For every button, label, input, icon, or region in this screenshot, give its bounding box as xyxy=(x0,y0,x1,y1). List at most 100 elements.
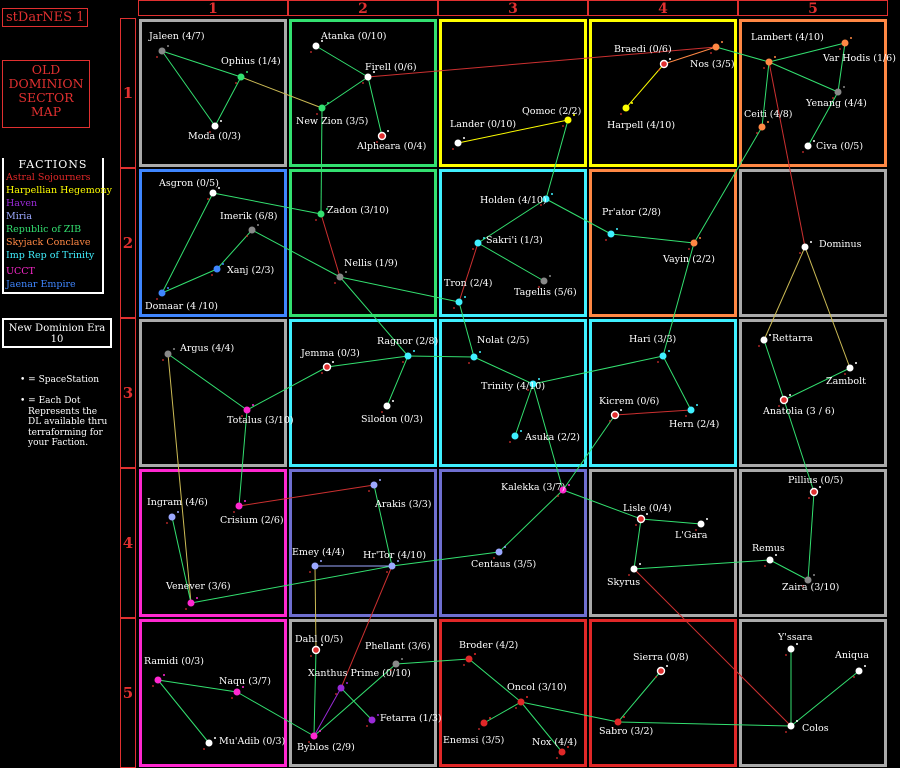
system-marker[interactable] xyxy=(846,364,854,372)
hyperlane-line xyxy=(313,687,342,737)
system-marker[interactable] xyxy=(659,59,669,69)
system-marker[interactable] xyxy=(614,718,622,726)
system-marker[interactable] xyxy=(564,116,572,124)
system-marker[interactable] xyxy=(168,513,176,521)
system-marker[interactable] xyxy=(540,277,548,285)
system-marker[interactable] xyxy=(697,520,705,528)
system-marker[interactable] xyxy=(465,655,473,663)
system-marker[interactable] xyxy=(154,676,162,684)
development-dot xyxy=(474,653,476,655)
system-marker[interactable] xyxy=(656,666,666,676)
development-dot xyxy=(774,56,776,58)
system-marker[interactable] xyxy=(164,350,172,358)
system-marker[interactable] xyxy=(383,402,391,410)
system-marker[interactable] xyxy=(158,289,166,297)
development-dot xyxy=(775,554,777,556)
system-marker[interactable] xyxy=(388,562,396,570)
system-marker[interactable] xyxy=(787,645,795,653)
system-marker[interactable] xyxy=(659,352,667,360)
system-marker[interactable] xyxy=(690,239,698,247)
system-marker[interactable] xyxy=(211,122,219,130)
system-marker[interactable] xyxy=(470,353,478,361)
development-dot xyxy=(839,48,841,50)
system-marker[interactable] xyxy=(322,362,332,372)
system-marker[interactable] xyxy=(834,88,842,96)
system-marker[interactable] xyxy=(454,139,462,147)
system-marker[interactable] xyxy=(804,142,812,150)
system-marker[interactable] xyxy=(248,226,256,234)
system-marker[interactable] xyxy=(558,748,566,756)
system-marker[interactable] xyxy=(687,406,695,414)
development-dot xyxy=(799,252,801,254)
system-marker[interactable] xyxy=(311,645,321,655)
system-marker[interactable] xyxy=(809,487,819,497)
system-label: Xanthus Prime (0/10) xyxy=(308,668,411,679)
system-marker[interactable] xyxy=(312,42,320,50)
system-marker[interactable] xyxy=(337,684,345,692)
system-marker[interactable] xyxy=(474,239,482,247)
system-marker[interactable] xyxy=(311,562,319,570)
system-marker[interactable] xyxy=(841,39,849,47)
system-marker[interactable] xyxy=(158,47,166,55)
system-marker[interactable] xyxy=(336,273,344,281)
system-marker[interactable] xyxy=(801,243,809,251)
system-marker[interactable] xyxy=(237,73,245,81)
system-marker[interactable] xyxy=(495,548,503,556)
system-marker[interactable] xyxy=(233,688,241,696)
system-marker[interactable] xyxy=(636,514,646,524)
system-marker[interactable] xyxy=(455,298,463,306)
system-marker[interactable] xyxy=(243,406,251,414)
system-marker[interactable] xyxy=(511,432,519,440)
system-marker[interactable] xyxy=(377,131,387,141)
development-dot xyxy=(810,241,812,243)
system-marker[interactable] xyxy=(855,667,863,675)
development-dot xyxy=(483,237,485,239)
system-label: Ingram (4/6) xyxy=(147,497,208,508)
system-label: Xanj (2/3) xyxy=(227,265,274,276)
system-marker[interactable] xyxy=(630,565,638,573)
system-marker[interactable] xyxy=(404,352,412,360)
system-marker[interactable] xyxy=(760,336,768,344)
system-marker[interactable] xyxy=(529,380,537,388)
system-marker[interactable] xyxy=(622,104,630,112)
system-marker[interactable] xyxy=(317,210,325,218)
system-marker[interactable] xyxy=(542,195,550,203)
development-dot xyxy=(207,198,209,200)
system-marker[interactable] xyxy=(765,58,773,66)
system-marker[interactable] xyxy=(368,716,376,724)
system-marker[interactable] xyxy=(213,265,221,273)
system-marker[interactable] xyxy=(607,230,615,238)
system-marker[interactable] xyxy=(370,481,378,489)
system-marker[interactable] xyxy=(517,698,525,706)
system-marker[interactable] xyxy=(787,722,795,730)
system-label: Ragnor (2/8) xyxy=(377,336,438,347)
system-label: Jemma (0/3) xyxy=(300,348,360,359)
development-dot xyxy=(203,748,205,750)
system-label: Civa (0/5) xyxy=(816,141,863,152)
hyperlane-line xyxy=(520,701,619,723)
system-marker[interactable] xyxy=(804,576,812,584)
system-marker[interactable] xyxy=(205,739,213,747)
development-dot xyxy=(242,686,244,688)
system-marker[interactable] xyxy=(209,189,217,197)
system-marker[interactable] xyxy=(610,410,620,420)
development-dot xyxy=(685,415,687,417)
system-marker[interactable] xyxy=(480,719,488,727)
development-dot xyxy=(767,121,769,123)
system-marker[interactable] xyxy=(779,395,789,405)
system-marker[interactable] xyxy=(766,556,774,564)
system-marker[interactable] xyxy=(712,43,720,51)
system-marker[interactable] xyxy=(235,502,243,510)
system-marker[interactable] xyxy=(187,599,195,607)
system-marker[interactable] xyxy=(559,486,567,494)
system-marker[interactable] xyxy=(392,660,400,668)
hyperlane-line xyxy=(610,233,695,244)
system-marker[interactable] xyxy=(758,123,766,131)
system-marker[interactable] xyxy=(318,104,326,112)
system-marker[interactable] xyxy=(364,73,372,81)
hyperlane-line xyxy=(326,355,409,368)
faction-miria: Miria xyxy=(6,211,33,222)
development-dot xyxy=(855,362,857,364)
development-dot xyxy=(156,298,158,300)
system-marker[interactable] xyxy=(310,732,318,740)
